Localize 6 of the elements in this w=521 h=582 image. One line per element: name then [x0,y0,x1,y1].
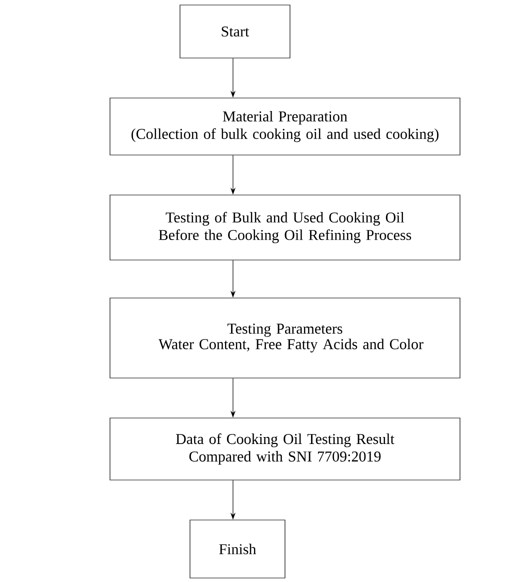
process-box: Material Preparation (Collection of bulk cooking oil and used cooking) [110,98,460,156]
terminal-box: Start [180,4,290,58]
terminal-box: Finish [190,520,286,578]
process-box: Testing of Bulk and Used Cooking Oil Before the Cooking Oil Refining Process [110,194,460,260]
process-box: Data of Cooking Oil Testing Result Compared with SNI 7709:2019 [110,418,460,480]
process-box: Testing Parameters Water Content, Free Fatty Acids and Color [110,298,460,378]
